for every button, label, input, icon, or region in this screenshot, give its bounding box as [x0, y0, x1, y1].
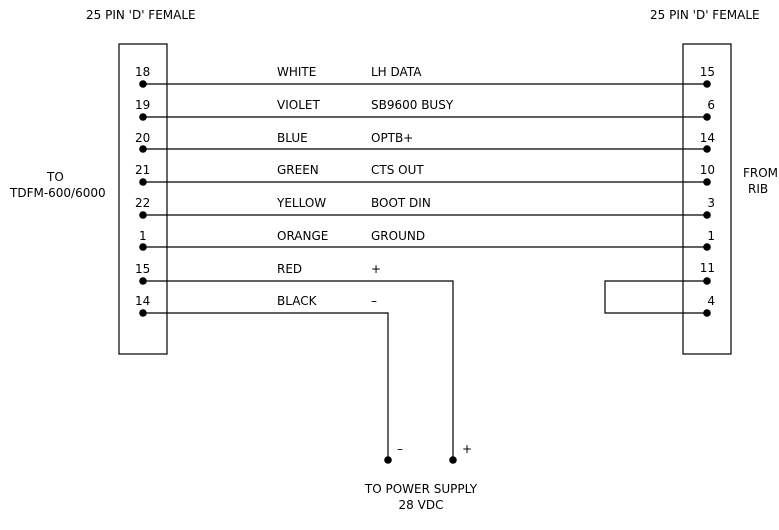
right-pin-number: 1 — [707, 229, 715, 243]
right-side-label-line2: RIB — [748, 182, 768, 196]
right-pin-dot — [703, 80, 711, 88]
wire-color-label: WHITE — [277, 65, 316, 79]
wire-signal-label: LH DATA — [371, 65, 422, 79]
wire-signal-label: GROUND — [371, 229, 425, 243]
left-pin-number: 18 — [135, 65, 150, 79]
right-pin-dot — [703, 309, 711, 317]
wire-line — [143, 313, 388, 460]
left-pin-dot — [139, 309, 147, 317]
left-pin-number: 21 — [135, 163, 150, 177]
power-wire-negative: 14 BLACK – — [135, 294, 388, 460]
left-pin-number: 15 — [135, 262, 150, 276]
right-pin-number: 11 — [700, 261, 715, 275]
wire-color-label: GREEN — [277, 163, 319, 177]
wire-color-label: YELLOW — [276, 196, 326, 210]
left-connector-title: 25 PIN 'D' FEMALE — [86, 8, 196, 22]
left-pin-dot — [139, 145, 147, 153]
right-pin-number: 6 — [707, 98, 715, 112]
left-pin-dot — [139, 80, 147, 88]
wire-row: 1 ORANGE GROUND 1 — [139, 229, 715, 251]
right-pin-dot — [703, 211, 711, 219]
wire-color-label: VIOLET — [277, 98, 320, 112]
left-pin-dot — [139, 243, 147, 251]
right-pin-dot — [703, 277, 711, 285]
left-pin-number: 1 — [139, 229, 147, 243]
left-pin-dot — [139, 113, 147, 121]
wire-row: 21 GREEN CTS OUT 10 — [135, 163, 715, 186]
wire-color-label: BLUE — [277, 131, 308, 145]
left-pin-number: 20 — [135, 131, 150, 145]
right-pin-dot — [703, 243, 711, 251]
wire-row: 22 YELLOW BOOT DIN 3 — [135, 196, 715, 219]
wire-color-label: RED — [277, 262, 302, 276]
power-supply-label-line1: TO POWER SUPPLY — [364, 482, 478, 496]
power-terminal-negative — [384, 456, 392, 464]
wire-color-label: ORANGE — [277, 229, 328, 243]
wire-signal-label: SB9600 BUSY — [371, 98, 454, 112]
wire-signal-label: OPTB+ — [371, 131, 413, 145]
power-wire-positive: 15 RED + — [135, 262, 453, 460]
left-pin-dot — [139, 277, 147, 285]
right-pin-number: 10 — [700, 163, 715, 177]
power-minus-label: – — [397, 442, 403, 456]
right-pin-number: 4 — [707, 294, 715, 308]
jumper-wire — [605, 281, 707, 313]
wire-signal-label: + — [371, 262, 381, 276]
wire-row: 19 VIOLET SB9600 BUSY 6 — [135, 98, 715, 121]
wire-signal-label: CTS OUT — [371, 163, 424, 177]
right-pin-dot — [703, 113, 711, 121]
right-connector-title: 25 PIN 'D' FEMALE — [650, 8, 760, 22]
power-terminal-positive — [449, 456, 457, 464]
jumper-11-4: 11 4 — [605, 261, 715, 317]
wire-signal-label: BOOT DIN — [371, 196, 431, 210]
left-side-label-line1: TO — [46, 170, 64, 184]
right-pin-dot — [703, 178, 711, 186]
right-side-label-line1: FROM — [743, 166, 778, 180]
wire-row: 20 BLUE OPTB+ 14 — [135, 131, 715, 153]
left-side-label-line2: TDFM-600/6000 — [9, 186, 106, 200]
power-plus-label: + — [462, 442, 472, 456]
right-pin-number: 15 — [700, 65, 715, 79]
left-pin-number: 22 — [135, 196, 150, 210]
right-pin-dot — [703, 145, 711, 153]
right-pin-number: 3 — [707, 196, 715, 210]
left-pin-number: 19 — [135, 98, 150, 112]
power-supply-label-line2: 28 VDC — [399, 498, 444, 512]
left-pin-dot — [139, 211, 147, 219]
left-pin-number: 14 — [135, 294, 150, 308]
wire-color-label: BLACK — [277, 294, 318, 308]
left-pin-dot — [139, 178, 147, 186]
wire-row: 18 WHITE LH DATA 15 — [135, 65, 715, 88]
right-pin-number: 14 — [700, 131, 715, 145]
wire-signal-label: – — [371, 294, 377, 308]
